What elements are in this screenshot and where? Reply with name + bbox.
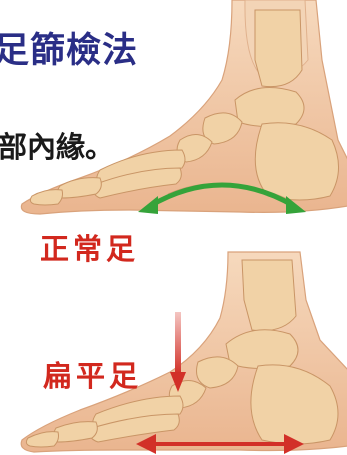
normal-foot-label: 正常足	[40, 226, 139, 268]
flat-foot-label: 扁平足	[43, 353, 142, 395]
description-text: 部內緣。	[0, 124, 114, 166]
page-title: 足篩檢法	[0, 22, 138, 73]
